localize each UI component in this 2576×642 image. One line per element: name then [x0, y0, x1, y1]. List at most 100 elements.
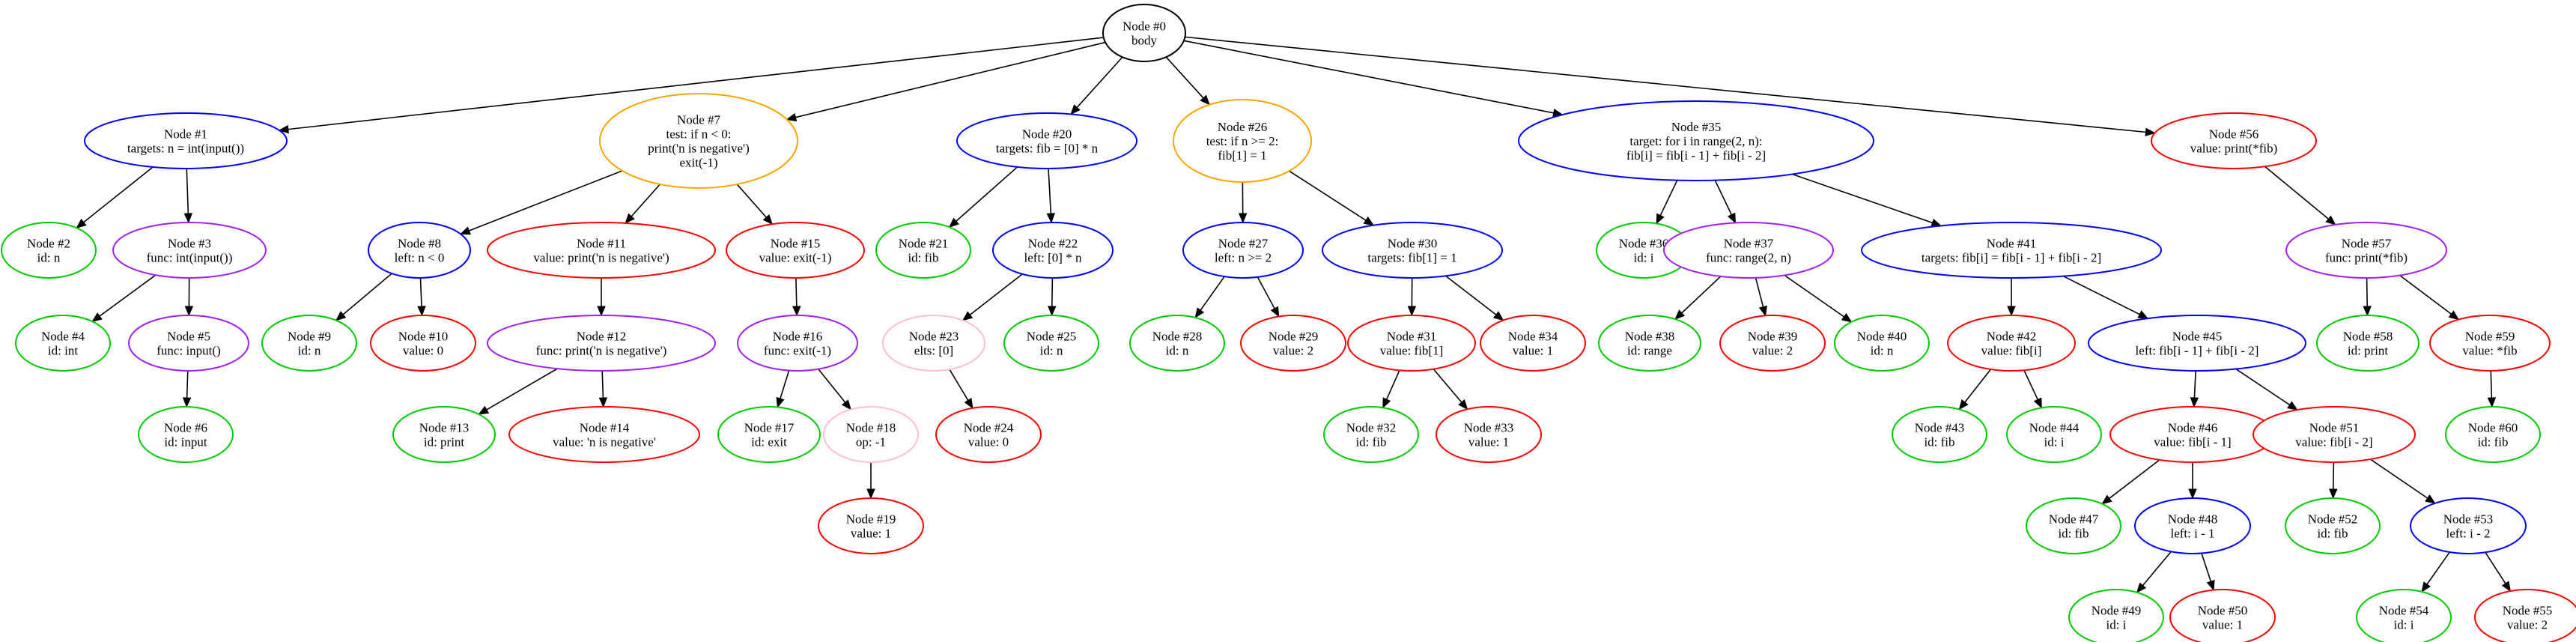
edge-7-15 [736, 184, 767, 218]
node-60-line-1: id: fib [2477, 435, 2508, 449]
arrow-head-45-51 [2287, 401, 2298, 411]
node-6-ellipse [138, 406, 234, 463]
node-38-ellipse [1598, 315, 1701, 372]
node-33-ellipse [1436, 406, 1542, 463]
node-46-line-0: Node #46 [2168, 421, 2218, 435]
node-39-line-1: value: 2 [1752, 344, 1793, 358]
node-51-line-1: value: fib[i - 2] [2295, 435, 2372, 449]
edge-0-1 [288, 37, 1104, 130]
node-34-line-0: Node #34 [1508, 330, 1558, 344]
edge-1-2 [83, 166, 154, 223]
edge-53-55 [2485, 551, 2506, 584]
edge-3-4 [99, 274, 157, 317]
arrow-head-26-27 [1238, 213, 1248, 224]
edge-23-24 [949, 369, 969, 401]
edge-16-18 [818, 369, 846, 403]
node-33-line-1: value: 1 [1468, 435, 1509, 449]
node-7-line-2: print('n is negative') [648, 142, 749, 156]
edge-35-37 [1714, 180, 1733, 215]
node-3-line-1: func: int(input()) [147, 251, 233, 265]
arrow-head-7-15 [762, 214, 774, 225]
node-2-line-0: Node #2 [27, 237, 70, 251]
node-58-ellipse [2316, 315, 2419, 372]
arrow-head-18-19 [866, 488, 875, 500]
node-7-line-1: test: if n < 0: [666, 127, 731, 142]
edge-5-6 [186, 370, 189, 399]
arrow-head-46-48 [2188, 488, 2197, 500]
arrow-head-0-26 [1200, 94, 1210, 106]
node-1-line-1: targets: n = int(input()) [127, 142, 244, 156]
node-31-line-1: value: fib[1] [1380, 344, 1444, 358]
node-21-line-0: Node #21 [899, 237, 949, 251]
edge-22-25 [1051, 277, 1054, 307]
node-54-ellipse [2356, 589, 2452, 642]
arrow-head-12-14 [598, 397, 608, 408]
node-5-line-1: func: input() [157, 344, 220, 358]
arrow-head-0-56 [2145, 127, 2156, 137]
node-38-line-1: id: range [1627, 344, 1672, 358]
node-14-ellipse [508, 406, 700, 463]
arrow-head-42-44 [2033, 397, 2042, 409]
arrow-head-31-33 [1458, 399, 1468, 411]
arrow-head-53-54 [2421, 581, 2431, 593]
node-58-line-1: id: print [2348, 344, 2389, 358]
arrow-head-0-1 [278, 124, 289, 134]
node-26-line-2: fib[1] = 1 [1218, 148, 1266, 163]
node-29-line-0: Node #29 [1269, 330, 1319, 344]
node-53-line-0: Node #53 [2443, 512, 2494, 527]
node-36-line-1: id: i [1634, 251, 1654, 265]
node-48-line-0: Node #48 [2168, 512, 2218, 527]
node-41-ellipse [1861, 222, 2162, 279]
node-50-line-1: value: 1 [2202, 618, 2243, 632]
node-15-line-0: Node #15 [771, 237, 821, 251]
node-60-ellipse [2445, 406, 2541, 463]
node-42-ellipse [1947, 315, 2076, 372]
edge-16-17 [780, 370, 790, 399]
edge-35-41 [1792, 173, 1933, 224]
node-26-line-1: test: if n >= 2: [1206, 134, 1279, 148]
node-49-line-0: Node #49 [2092, 604, 2142, 618]
node-10-line-1: value: 0 [403, 344, 443, 358]
node-51-line-0: Node #51 [2309, 421, 2360, 435]
arrow-head-3-4 [91, 312, 103, 322]
node-12-line-1: func: print('n is negative') [536, 344, 667, 358]
node-50-line-0: Node #50 [2198, 604, 2248, 618]
edge-48-49 [2142, 551, 2172, 587]
node-42-line-1: value: fib[i] [1981, 344, 2042, 358]
edge-53-54 [2426, 551, 2450, 585]
edge-0-26 [1165, 56, 1204, 99]
node-6: Node #6id: input [138, 406, 234, 463]
node-36-line-0: Node #36 [1619, 237, 1669, 251]
arrow-head-5-6 [182, 397, 192, 408]
edge-37-40 [1784, 274, 1845, 318]
node-25-line-0: Node #25 [1027, 330, 1077, 344]
node-17-line-1: id: exit [751, 435, 787, 449]
edge-0-20 [1076, 56, 1123, 108]
node-24-ellipse [935, 406, 1042, 463]
node-4: Node #4id: int [15, 315, 111, 372]
node-45-ellipse [2088, 315, 2306, 372]
arrow-head-57-59 [2448, 310, 2460, 321]
node-9: Node #9id: n [261, 315, 357, 372]
node-29-line-1: value: 2 [1273, 344, 1313, 358]
node-3-line-0: Node #3 [168, 237, 211, 251]
node-4-line-1: id: int [48, 344, 78, 358]
edge-45-51 [2235, 368, 2291, 406]
node-20-ellipse [956, 112, 1137, 169]
node-43-line-1: id: fib [1924, 435, 1954, 449]
arrow-head-26-30 [1363, 216, 1375, 226]
node-34-line-1: value: 1 [1513, 344, 1553, 358]
edge-48-50 [2201, 553, 2212, 582]
node-8-line-1: left: n < 0 [395, 251, 445, 265]
